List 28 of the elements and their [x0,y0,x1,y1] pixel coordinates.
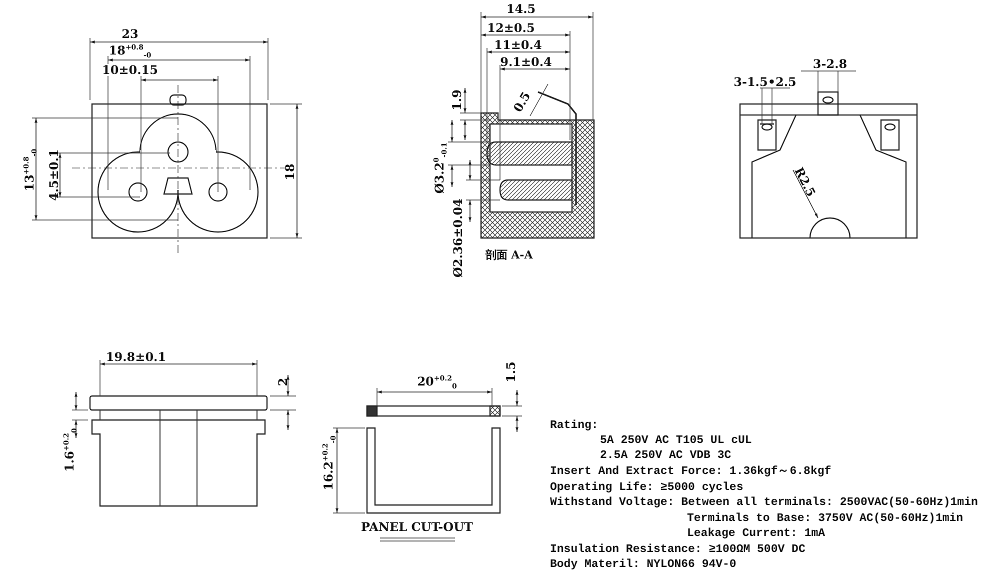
spec-text: 2.5A 250V AC VDB 3C [600,450,732,462]
spec-text: 5A 250V AC T105 UL cUL [600,435,752,446]
section-caption: 剖面 A-A [485,250,533,260]
dimension-label: 11±0.4 [494,39,542,51]
dimension-label: 1.5 [505,362,517,382]
spec-text: Terminals to Base: 3750V AC(50-60Hz)1min [687,513,964,524]
dimension-label: 23 [122,28,138,40]
dimension-label: Ø2.36±0.04 [452,198,464,278]
dimension-label: 10±0.15 [102,64,158,76]
spec-text: Insert And Extract Force: 1.36kgf～6.8kgf [550,466,832,478]
dimension-label: 12±0.5 [487,22,535,34]
dimension-label: 18 [284,164,296,180]
spec-text: Withstand Voltage: Between all terminals: 2500VAC(50-60Hz)1min [550,497,978,508]
dimension-label: 19.8±0.1 [106,351,166,363]
spec-text: Insulation Resistance: ≥100ΩM 500V DC [550,544,806,556]
spec-text: Body Materil: NYLON66 94V-0 [550,559,736,570]
view-caption: PANEL CUT-OUT [361,521,473,533]
dimension-label: 14.5 [506,3,536,15]
dimension-label: 4.5±0.1 [48,149,60,201]
dimension-label: 9.1±0.4 [500,56,552,68]
dimension-label: 2 [277,378,289,386]
dimension-label: 1.9 [451,90,463,110]
spec-text: Leakage Current: 1mA [687,528,826,540]
dimension-label: 3-2.8 [812,58,848,70]
dimension-label: 3-1.5•2.5 [734,76,796,88]
spec-text: Rating: [550,420,598,432]
dimension-label: 0.5 [512,90,532,114]
spec-text: Operating Life: ≥5000 cycles [550,482,744,494]
